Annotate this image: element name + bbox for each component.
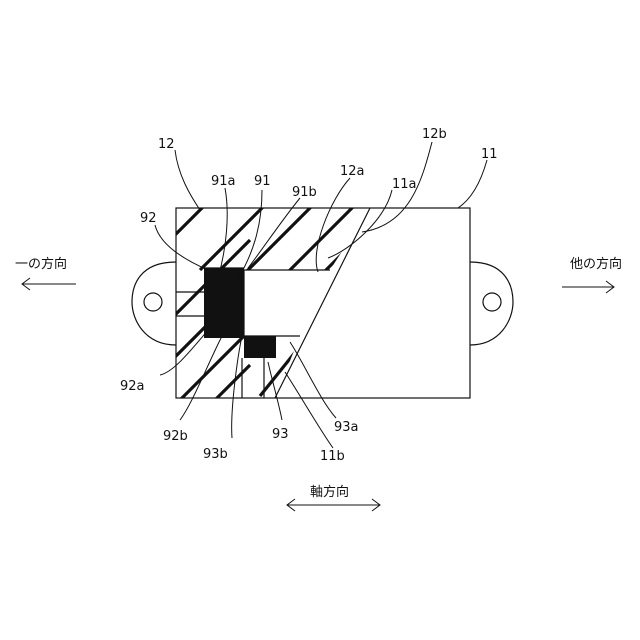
label-92b: 92b xyxy=(163,429,188,444)
label-93: 93 xyxy=(272,427,289,442)
label-91a: 91a xyxy=(211,174,236,189)
label-93a: 93a xyxy=(334,420,359,435)
label-axial-direction: 軸方向 xyxy=(310,484,349,500)
direction-axial: 軸方向 xyxy=(287,484,380,511)
direction-other: 他の方向 xyxy=(562,256,622,293)
label-92: 92 xyxy=(140,211,157,226)
label-92a: 92a xyxy=(120,379,145,394)
label-other-direction: 他の方向 xyxy=(570,256,622,272)
label-11b: 11b xyxy=(320,449,345,464)
left-lug xyxy=(132,262,176,345)
seal-92 xyxy=(204,268,224,338)
label-11: 11 xyxy=(481,147,498,162)
hatched-section xyxy=(160,196,400,405)
direction-one: 一の方向 xyxy=(15,256,76,290)
label-93b: 93b xyxy=(203,447,228,462)
right-lug xyxy=(470,262,513,345)
seal-93 xyxy=(244,336,276,358)
label-12: 12 xyxy=(158,137,175,152)
label-91b: 91b xyxy=(292,185,317,200)
label-91: 91 xyxy=(254,174,271,189)
label-12b: 12b xyxy=(422,127,447,142)
label-11a: 11a xyxy=(392,177,417,192)
reference-labels: 12 91a 91 91b 12a 11a 12b 11 92 92a 92b … xyxy=(120,127,498,464)
label-12a: 12a xyxy=(340,164,365,179)
label-one-direction: 一の方向 xyxy=(15,256,67,272)
